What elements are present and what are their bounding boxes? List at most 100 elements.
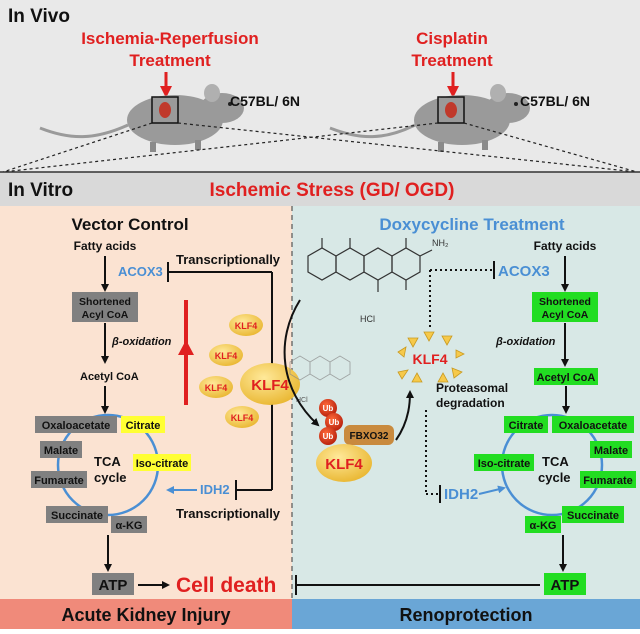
right-idh2-arrow bbox=[478, 485, 506, 495]
klf4-degraded-label: KLF4 bbox=[413, 351, 448, 367]
left-malate-box bbox=[40, 441, 82, 458]
right-isocitrate-box bbox=[474, 454, 534, 471]
in-vivo-label: In Vivo bbox=[8, 6, 70, 27]
left-citrate-box bbox=[121, 416, 165, 433]
mouse-strain-left: C57BL/ 6N bbox=[230, 93, 300, 109]
right-acox3: ACOX3 bbox=[498, 263, 550, 280]
left-isocitrate: Iso-citrate bbox=[136, 458, 189, 470]
left-atp-box bbox=[92, 573, 134, 595]
left-transcriptionally-top: Transcriptionally bbox=[176, 252, 281, 267]
fbxo32-box bbox=[344, 425, 394, 445]
klf4-main-blob bbox=[240, 363, 300, 405]
renoprotection-label: Renoprotection bbox=[400, 605, 533, 625]
svg-text:KLF4: KLF4 bbox=[235, 321, 258, 331]
right-atp-box bbox=[544, 573, 586, 595]
right-citrate: Citrate bbox=[509, 420, 544, 432]
kidney-box-left bbox=[151, 96, 179, 124]
left-akg-box bbox=[111, 516, 147, 533]
klf4-main-label: KLF4 bbox=[251, 377, 289, 394]
right-acetyl-box bbox=[534, 368, 598, 385]
right-oxaloacetate-box bbox=[552, 416, 634, 433]
klf4-ub-blob bbox=[316, 444, 372, 482]
fbxo32-label: FBXO32 bbox=[350, 431, 389, 442]
right-succinate: Succinate bbox=[567, 510, 619, 522]
mouse-left-icon bbox=[39, 84, 244, 152]
right-beta-oxidation: β-oxidation bbox=[495, 336, 556, 348]
ubiquitin-chain: Ub Ub Ub bbox=[319, 399, 343, 445]
right-tca-1: TCA bbox=[542, 454, 569, 469]
cisplatin-treatment-line2: Treatment bbox=[411, 51, 493, 70]
right-shortened-box bbox=[532, 292, 598, 322]
cisplatin-treatment-line1: Cisplatin bbox=[416, 29, 488, 48]
svg-text:KLF4: KLF4 bbox=[231, 413, 254, 423]
kidney-box-right bbox=[437, 96, 465, 124]
right-akg: α-KG bbox=[530, 520, 557, 532]
left-malate: Malate bbox=[44, 445, 78, 457]
left-atp: ATP bbox=[99, 577, 128, 594]
left-tca-2: cycle bbox=[94, 470, 127, 485]
aki-bar bbox=[0, 599, 292, 629]
svg-text:Ub: Ub bbox=[329, 418, 340, 427]
left-citrate: Citrate bbox=[126, 420, 161, 432]
left-akg: α-KG bbox=[116, 520, 143, 532]
doxy-to-klf4-arrow bbox=[283, 299, 320, 427]
left-idh2: IDH2 bbox=[200, 482, 230, 497]
aki-label: Acute Kidney Injury bbox=[61, 605, 230, 625]
doxy-small-structure-icon bbox=[289, 355, 351, 381]
renoprotection-bar bbox=[292, 599, 640, 629]
right-citrate-box bbox=[504, 416, 548, 433]
doxycycline-panel bbox=[292, 206, 640, 599]
cell-death: Cell death bbox=[176, 574, 276, 597]
left-succinate: Succinate bbox=[51, 510, 103, 522]
right-malate: Malate bbox=[594, 445, 628, 457]
left-acox3: ACOX3 bbox=[118, 264, 163, 279]
right-acetyl-coa: Acetyl CoA bbox=[537, 372, 596, 384]
right-malate-box bbox=[590, 441, 632, 458]
right-oxaloacetate: Oxaloacetate bbox=[559, 420, 627, 432]
klf4-ub-label: KLF4 bbox=[325, 456, 363, 473]
left-succinate-box bbox=[46, 506, 108, 523]
left-isocitrate-box bbox=[133, 454, 191, 471]
proteasomal-2: degradation bbox=[436, 396, 505, 410]
svg-text:Ub: Ub bbox=[323, 404, 334, 413]
klf4-small-blobs: KLF4 KLF4 KLF4 KLF4 bbox=[199, 314, 263, 428]
doxy-nh2: NH₂ bbox=[432, 238, 449, 248]
ischemia-treatment-line2: Treatment bbox=[129, 51, 211, 70]
to-degradation-arrow bbox=[395, 390, 414, 441]
left-shortened-2: Acyl CoA bbox=[82, 309, 129, 321]
right-fumarate: Fumarate bbox=[583, 475, 633, 487]
right-tca-2: cycle bbox=[538, 470, 571, 485]
left-oxaloacetate-box bbox=[35, 416, 117, 433]
right-fatty-acids: Fatty acids bbox=[534, 239, 597, 253]
right-idh2: IDH2 bbox=[444, 486, 478, 503]
in-vitro-header bbox=[0, 172, 640, 206]
doxy-hcl-small: HCl bbox=[296, 397, 308, 404]
zoom-lines bbox=[2, 122, 638, 173]
vector-control-title: Vector Control bbox=[71, 215, 188, 234]
left-fumarate-box bbox=[31, 471, 87, 488]
left-fatty-acids: Fatty acids bbox=[74, 239, 137, 253]
right-isocitrate: Iso-citrate bbox=[478, 458, 531, 470]
right-succinate-box bbox=[562, 506, 624, 523]
kidney-left-icon bbox=[159, 102, 171, 118]
ischemic-stress-title: Ischemic Stress (GD/ OGD) bbox=[210, 180, 455, 201]
right-shortened-2: Acyl CoA bbox=[542, 309, 589, 321]
klf4-fragments bbox=[397, 331, 465, 383]
in-vivo-panel bbox=[0, 0, 640, 172]
left-acetyl-coa: Acetyl CoA bbox=[80, 371, 139, 383]
svg-text:KLF4: KLF4 bbox=[215, 351, 238, 361]
kidney-right-icon bbox=[445, 102, 457, 118]
in-vitro-label: In Vitro bbox=[8, 180, 73, 201]
svg-text:Ub: Ub bbox=[323, 432, 334, 441]
mouse-strain-right: C57BL/ 6N bbox=[520, 93, 590, 109]
doxycycline-structure-icon bbox=[307, 238, 433, 292]
left-beta-oxidation: β-oxidation bbox=[111, 336, 172, 348]
left-shortened-box bbox=[72, 292, 138, 322]
doxy-hcl: HCl bbox=[360, 314, 375, 324]
proteasomal-1: Proteasomal bbox=[436, 381, 508, 395]
ischemia-treatment-line1: Ischemia-Reperfusion bbox=[81, 29, 259, 48]
svg-text:KLF4: KLF4 bbox=[205, 383, 228, 393]
right-fumarate-box bbox=[580, 471, 636, 488]
